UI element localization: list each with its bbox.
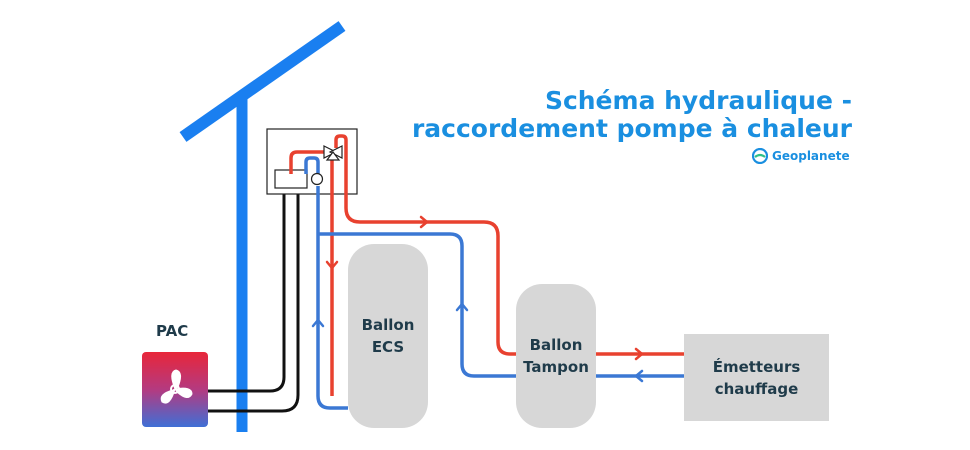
emetteurs-chauffage-box: Émetteurs chauffage [684,334,829,421]
three-way-valve-icon [323,145,343,161]
control-box [266,128,358,195]
emetteurs-label-line1: Émetteurs [712,357,801,376]
ballon-tampon-tank: Ballon Tampon [516,284,596,428]
flow-arrows [311,215,644,383]
geoplanete-logo-icon [752,148,768,164]
cold-arrow-left-emitters [634,369,644,383]
roof-line [179,21,346,142]
hot-pipes [289,134,684,396]
cold-pipe-main [304,156,320,178]
hot-pipe-valve-to-box [289,150,330,174]
hot-arrow-right-emitters [634,347,644,361]
cold-arrow-up-tampon [455,302,469,312]
ballon-ecs-tank: Ballon ECS [348,244,428,428]
diagram-title-line2: raccordement pompe à chaleur [411,114,852,143]
circulator-pump-icon [310,172,324,186]
pac-cables [208,190,300,413]
brand-name: Geoplanete [772,149,850,163]
hot-arrow-down-ecs [325,260,339,270]
diagram-title-line1: Schéma hydraulique - [544,86,852,115]
ballon-tampon-label-line2: Tampon [523,358,589,376]
pac-label: PAC [156,322,189,340]
cold-pipe-ecs-return [316,186,348,410]
cable-upper [208,190,286,393]
hot-pipe-main [334,134,684,356]
brand-logo: Geoplanete [752,148,850,164]
ballon-ecs-label-line2: ECS [371,338,405,356]
ballon-tampon-label-line1: Ballon [529,336,583,354]
house-structure [179,21,346,432]
emetteurs-label-line2: chauffage [714,379,799,398]
cable-lower [208,190,300,413]
cold-arrow-up-ecs [311,318,325,328]
pac-unit [142,352,208,427]
hot-arrow-right-top [419,215,429,229]
ballon-ecs-label-line1: Ballon [361,316,415,334]
fan-icon [160,369,193,404]
